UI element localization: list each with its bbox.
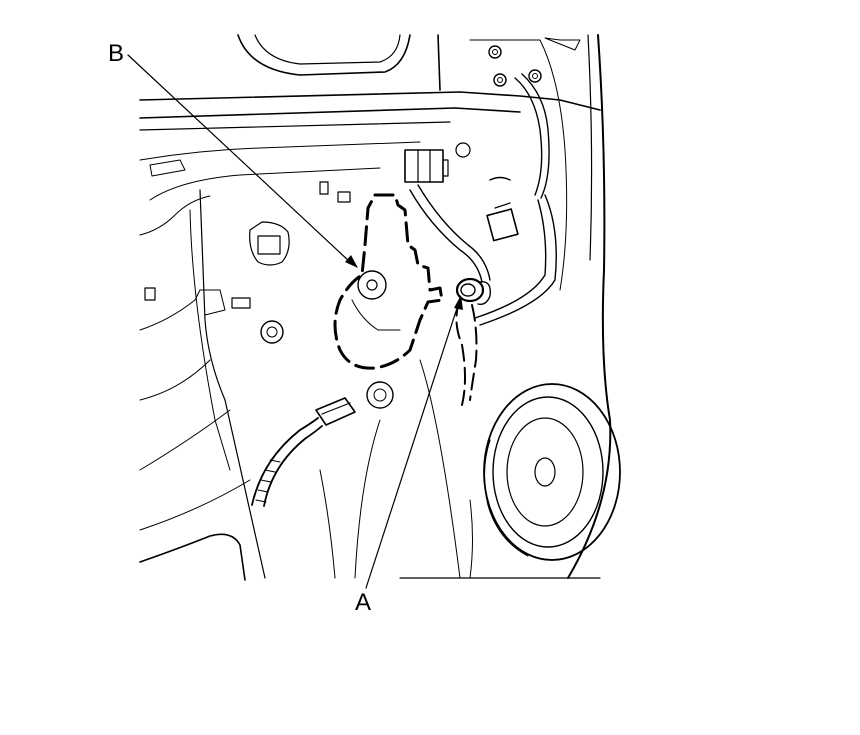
- leader-arrow-b: [345, 255, 358, 268]
- connector-a: [455, 277, 491, 306]
- panel-features: [144, 159, 394, 409]
- callout-label-b: B: [108, 40, 125, 67]
- leader-line-b: [127, 54, 351, 263]
- dashed-harness: [455, 299, 478, 406]
- door-inner-panel: [139, 91, 601, 581]
- wire-harness: [409, 73, 557, 326]
- leader-line-a: [365, 304, 459, 589]
- door-edge: [469, 34, 612, 579]
- connector-block-upper: [404, 149, 449, 183]
- connector-block-right: [486, 202, 519, 242]
- lower-connector-cable: [251, 397, 356, 507]
- window-opening: [237, 34, 441, 91]
- speaker: [483, 383, 621, 561]
- leader-arrow-a: [454, 295, 463, 310]
- leader-lines: [127, 54, 463, 589]
- bolt-group: [455, 45, 542, 158]
- callout-label-a: A: [355, 589, 372, 616]
- door-bottom: [399, 499, 601, 579]
- window-regulator-motor: [333, 193, 444, 370]
